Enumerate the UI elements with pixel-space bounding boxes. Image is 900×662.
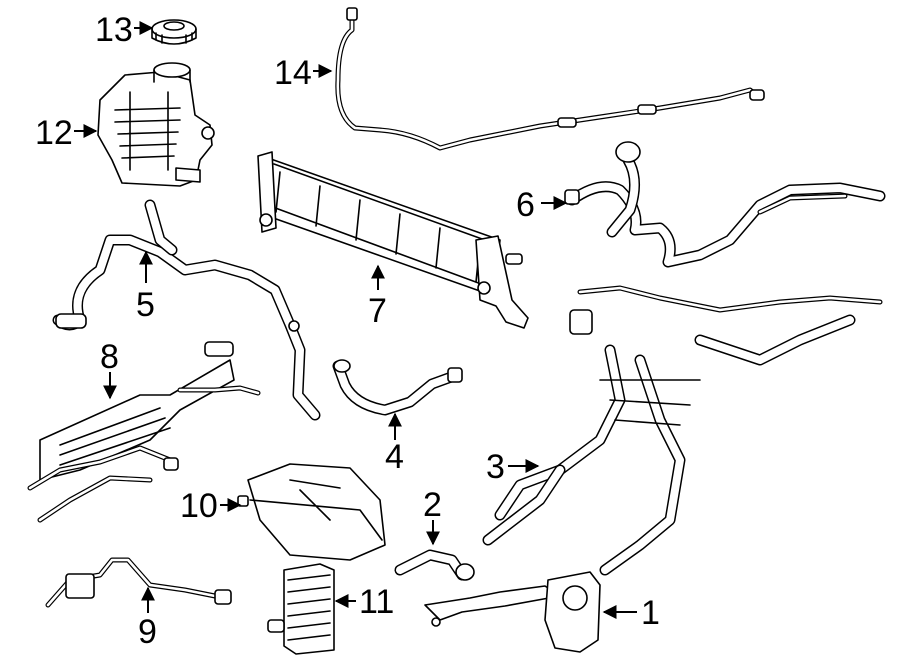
callout-12: 12 [35, 114, 73, 152]
hose-harness-3-part [482, 285, 883, 576]
coolant-pump-1-part [424, 571, 601, 653]
bleed-line-part [335, 7, 765, 151]
callout-labels: 13 12 14 6 5 7 8 4 3 10 2 9 11 1 [35, 11, 660, 651]
callout-7: 7 [368, 292, 387, 330]
callout-3: 3 [486, 448, 505, 486]
manifold-8-part [27, 341, 261, 523]
callout-4: 4 [385, 438, 404, 476]
hose-9-part [45, 557, 232, 608]
oil-cooler-11-part [267, 563, 335, 655]
callout-8: 8 [100, 338, 119, 376]
callout-11: 11 [359, 583, 394, 621]
hose-5-part [52, 199, 321, 421]
callout-2: 2 [423, 486, 442, 524]
callout-6: 6 [516, 186, 535, 224]
radiator-part [257, 151, 529, 329]
coolant-reservoir-part [97, 62, 215, 187]
callout-10: 10 [180, 487, 218, 525]
callout-13: 13 [95, 11, 133, 49]
hose-assembly-6-part [564, 141, 886, 268]
hose-2-part [394, 549, 475, 581]
leader-lines [74, 21, 637, 619]
callout-14: 14 [274, 54, 312, 92]
callout-1: 1 [641, 594, 660, 632]
callout-9: 9 [138, 613, 157, 651]
control-module-10-part [237, 463, 386, 561]
callout-5: 5 [136, 286, 155, 324]
hose-4-part [332, 359, 463, 416]
reservoir-cap-part [151, 19, 197, 45]
